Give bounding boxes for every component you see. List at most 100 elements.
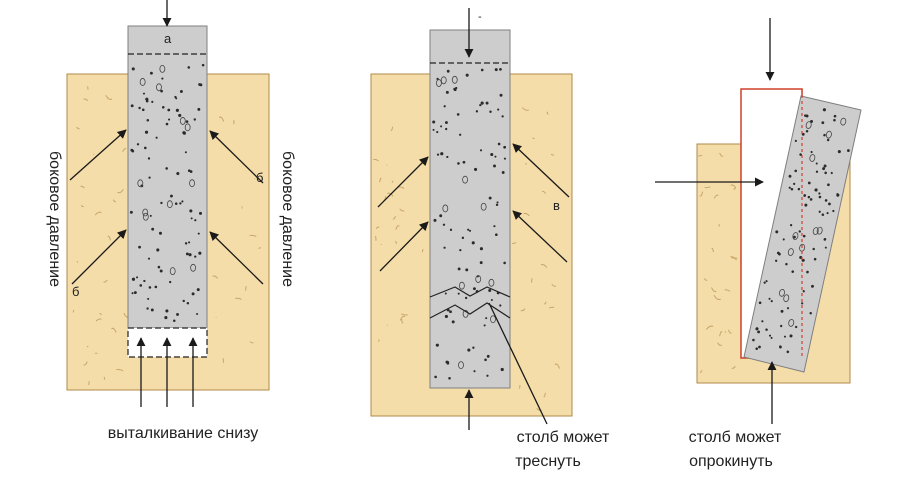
aggregate-dot [765, 280, 768, 283]
aggregate-dot [791, 270, 795, 273]
aggregate-dot [149, 214, 152, 217]
aggregate-dot [445, 90, 449, 94]
aggregate-pebble [840, 117, 847, 126]
aggregate-dot [495, 233, 498, 237]
aggregate-dot [499, 67, 502, 71]
aggregate-dot [783, 335, 786, 338]
aggregate-dot [176, 313, 179, 316]
aggregate-dot [440, 125, 443, 128]
crack-caption-line2: треснуть [515, 453, 581, 470]
label-dash-2: - [478, 11, 482, 23]
aggregate-pebble [166, 200, 173, 209]
aggregate-dot [479, 149, 483, 152]
aggregate-dot [167, 108, 171, 112]
pillar-1 [127, 25, 208, 329]
aggregate-dot [794, 169, 798, 173]
soil-fiber [390, 126, 394, 131]
soil-fiber [116, 368, 124, 372]
aggregate-dot [789, 334, 793, 338]
aggregate-dot [828, 202, 831, 206]
soil-fiber [249, 341, 254, 344]
aggregate-dot [493, 225, 496, 228]
aggregate-dot [752, 338, 755, 342]
aggregate-dot [826, 212, 829, 215]
aggregate-dot [443, 105, 446, 108]
aggregate-dot [807, 181, 811, 185]
aggregate-dot [434, 375, 437, 379]
aggregate-dot [444, 314, 448, 319]
pillar-3-texture [752, 108, 850, 354]
aggregate-dot [804, 203, 808, 207]
aggregate-dot [156, 248, 160, 252]
aggregate-dot [151, 227, 155, 231]
aggregate-dot [801, 302, 804, 305]
aggregate-dot [837, 150, 841, 154]
aggregate-dot [480, 101, 484, 105]
aggregate-dot [148, 286, 152, 289]
soil-fiber [733, 187, 737, 191]
aggregate-dot [475, 110, 479, 113]
aggregate-dot [178, 113, 182, 118]
soil-fiber [541, 190, 547, 194]
aggregate-pebble [825, 130, 832, 139]
aggregate-dot [138, 106, 141, 110]
aggregate-dot [774, 259, 778, 262]
aggregate-dot [136, 143, 140, 146]
aggregate-dot [131, 67, 135, 71]
aggregate-dot [169, 194, 173, 198]
aggregate-dot [184, 242, 188, 245]
aggregate-dot [138, 245, 141, 249]
aggregate-dot [479, 103, 482, 107]
aggregate-dot [822, 167, 826, 171]
aggregate-pebble [156, 83, 162, 92]
aggregate-dot [449, 228, 453, 231]
aggregate-dot [174, 95, 177, 99]
aggregate-pebble [792, 232, 799, 240]
aggregate-dot [818, 192, 821, 195]
soil-fiber [724, 289, 731, 292]
aggregate-dot [483, 324, 486, 327]
aggregate-dot [175, 108, 179, 112]
side-arrow-left-upper-2 [377, 156, 429, 208]
soil-fiber [117, 188, 124, 194]
label-v: в [553, 198, 560, 213]
aggregate-dot [500, 367, 504, 372]
soil-fiber [546, 111, 549, 115]
soil-fiber [95, 318, 102, 322]
label-b-left: б [72, 284, 79, 299]
aggregate-dot [494, 155, 497, 158]
aggregate-pebble [184, 123, 191, 132]
crack-pointer-line [488, 302, 548, 425]
aggregate-dot [182, 131, 186, 135]
aggregate-dot [493, 164, 496, 168]
bottom-heave-caption: выталкивание снизу [108, 425, 259, 442]
panel-1-frost-heave: а б б боковое давление боковое давление … [46, 0, 296, 442]
aggregate-dot [823, 164, 827, 168]
aggregate-dot [782, 238, 785, 241]
aggregate-dot [462, 160, 466, 164]
aggregate-dot [779, 324, 783, 328]
aggregate-dot [472, 287, 476, 291]
aggregate-dot [445, 360, 449, 364]
aggregate-dot [788, 186, 791, 189]
soil-fiber [80, 205, 84, 208]
aggregate-dot [490, 298, 493, 302]
aggregate-dot [485, 317, 488, 320]
aggregate-pebble [451, 75, 458, 84]
aggregate-dot [503, 157, 507, 160]
aggregate-dot [818, 195, 822, 199]
soil-fiber [386, 192, 394, 197]
aggregate-dot [182, 299, 185, 303]
soil-fiber [719, 331, 723, 337]
aggregate-dot [164, 316, 168, 320]
aggregate-dot [830, 171, 833, 175]
aggregate-dot [147, 297, 150, 300]
aggregate-dot [188, 253, 192, 257]
aggregate-dot [187, 66, 191, 69]
soil-fiber [391, 180, 394, 183]
aggregate-dot [181, 200, 184, 203]
aggregate-dot [141, 108, 145, 112]
aggregate-dot [806, 270, 809, 274]
soil-fiber [76, 126, 80, 130]
aggregate-dot [190, 217, 193, 220]
